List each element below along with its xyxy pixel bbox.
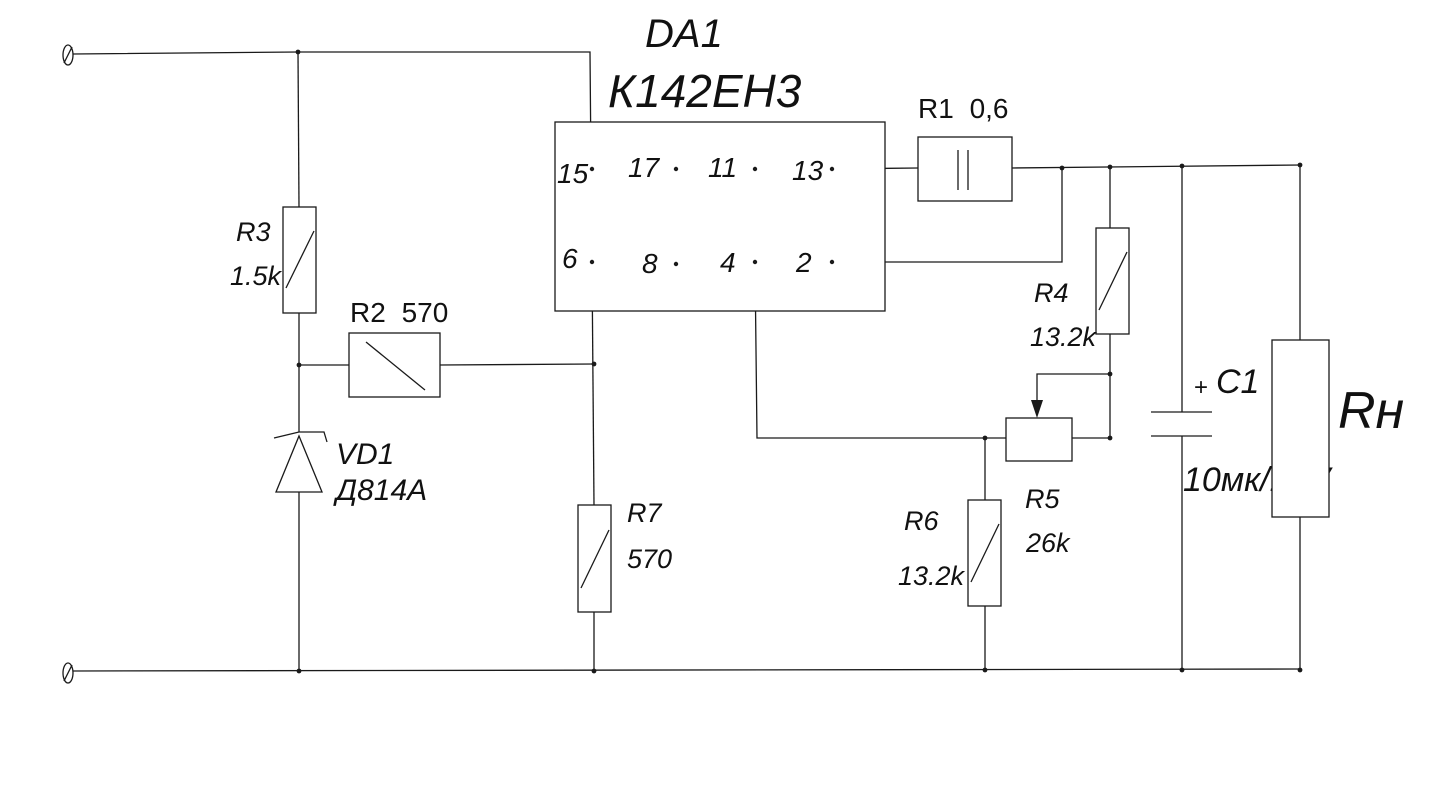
pin-13-label: 13 [792,155,824,186]
r3-value: 1.5k [230,261,283,291]
input-terminal-bottom [62,662,74,684]
load-resistor: Rн [1271,339,1404,518]
chip-type: К142ЕН3 [608,65,802,117]
r1-value: 0,6 [970,93,1009,124]
svg-text:R2 570: R2 570 [350,297,448,328]
r7-value: 570 [627,544,672,574]
pin-17-label: 17 [628,152,661,183]
resistor-r3: R3 1.5k [230,206,317,314]
r7-ref: R7 [627,498,662,528]
c1-polarity: + [1194,374,1208,401]
chip-ref: DA1 [645,12,723,56]
r6-value: 13.2k [898,561,966,591]
load-ref: Rн [1338,382,1404,440]
pin-2-label: 2 [795,247,812,278]
r5-ref: R5 [1025,484,1060,514]
junction-dots [295,49,1303,674]
wires [72,51,1302,672]
r2-value: 570 [402,297,449,328]
pin-11-label: 11 [708,152,737,183]
pin-4-label: 4 [720,247,736,278]
pin-8-label: 8 [642,248,658,279]
resistor-r6: R6 13.2k [898,499,1002,607]
c1-ref: C1 [1216,363,1259,401]
resistor-r4: R4 13.2k [1030,227,1130,352]
potentiometer-r5: R5 26k [1005,400,1073,558]
vd1-ref: VD1 [336,438,394,471]
zener-vd1: VD1 Д814А [273,431,427,507]
resistor-r2: R2 570 [348,297,448,398]
r6-ref: R6 [904,506,939,536]
pin-15-label: 15 [557,158,589,189]
resistor-r7: R7 570 [577,498,672,613]
r4-value: 13.2k [1030,322,1098,352]
r5-value: 26k [1025,528,1071,558]
r3-ref: R3 [236,217,271,247]
resistor-r1: R1 0,6 [917,93,1013,202]
r2-ref: R2 [350,297,386,328]
svg-text:R1 0,6: R1 0,6 [918,93,1009,124]
vd1-value: Д814А [333,474,427,507]
r1-ref: R1 [918,93,954,124]
chip-da1: DA1 К142ЕН3 15 17 11 13 6 8 4 2 [554,12,886,312]
input-terminal-top [62,44,74,66]
r4-ref: R4 [1034,278,1069,308]
pin-6-label: 6 [562,243,578,274]
